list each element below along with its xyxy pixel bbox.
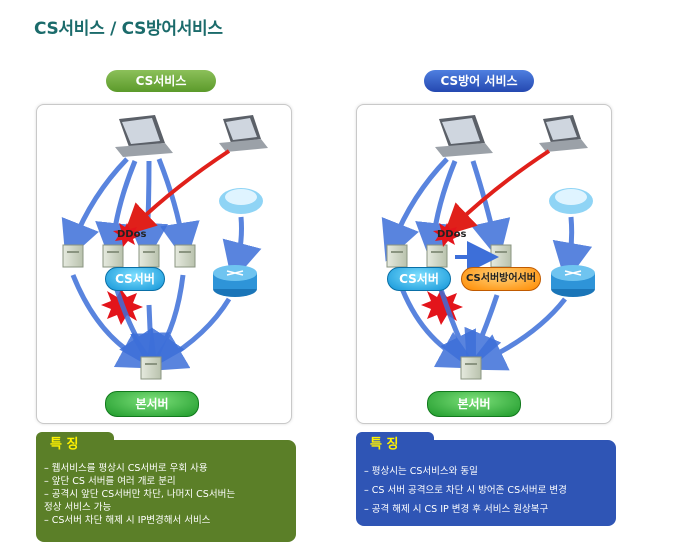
list-item: – 웹서비스를 평상시 CS서버로 우회 사용 xyxy=(44,463,208,474)
list-item: – 공격 해제 시 CS IP 변경 후 서비스 원상복구 xyxy=(364,504,549,515)
cs-defense-diagram: DDos CS서버 CS서버방어서버 본서버 xyxy=(356,104,612,424)
list-item: – CS 서버 공격으로 차단 시 방어존 CS서버로 변경 xyxy=(364,485,567,496)
list-item: – 앞단 CS 서버를 여러 개로 분리 xyxy=(44,476,176,487)
main-server-label: 본서버 xyxy=(105,391,199,417)
cs-service-pill: CS서비스 xyxy=(106,70,216,92)
server-icon xyxy=(426,244,448,268)
laptop-icon xyxy=(115,115,173,157)
page-title: CS서비스 / CS방어서비스 xyxy=(34,19,223,39)
cs-defense-service-pill: CS방어 서비스 xyxy=(424,70,534,92)
laptop-icon xyxy=(219,115,268,152)
list-item: – CS서버 차단 해제 시 IP변경해서 서비스 xyxy=(44,515,211,526)
laptop-icon xyxy=(539,115,588,152)
cs-server-label: CS서버 xyxy=(105,267,165,291)
cloud-router-icon xyxy=(219,188,263,214)
feature-list: – 웹서비스를 평상시 CS서버로 우회 사용 – 앞단 CS 서버를 여러 개… xyxy=(44,462,235,527)
laptop-icon xyxy=(435,115,493,157)
server-icon xyxy=(62,244,84,268)
router-icon xyxy=(551,265,595,297)
server-icon xyxy=(138,244,160,268)
list-item: 정상 서비스 가능 xyxy=(44,502,112,513)
server-icon xyxy=(102,244,124,268)
ddos-label: DDos xyxy=(117,229,147,240)
cs-service-diagram: DDos CS서버 본서버 xyxy=(36,104,292,424)
ddos-label: DDos xyxy=(437,229,467,240)
cs-server-label: CS서버 xyxy=(387,267,451,291)
explosion-icon xyxy=(433,223,461,247)
diagram-arrows xyxy=(381,115,595,380)
router-icon xyxy=(213,265,257,297)
server-icon xyxy=(386,244,408,268)
main-server-label: 본서버 xyxy=(427,391,521,417)
cloud-router-icon xyxy=(549,188,593,214)
right-features-box: 특 징 – 평상시는 CS서비스와 동일 – CS 서버 공격으로 차단 시 방… xyxy=(356,432,616,526)
list-item: – 평상시는 CS서비스와 동일 xyxy=(364,466,478,477)
left-features-box: 특 징 – 웹서비스를 평상시 CS서버로 우회 사용 – 앞단 CS 서버를 … xyxy=(36,432,296,542)
feature-list: – 평상시는 CS서비스와 동일 – CS 서버 공격으로 차단 시 방어존 C… xyxy=(364,462,567,519)
feature-title: 특 징 xyxy=(36,432,114,458)
server-icon xyxy=(490,244,512,268)
server-icon xyxy=(460,356,482,380)
explosion-icon xyxy=(113,223,141,247)
server-icon xyxy=(174,244,196,268)
diagram-arrows xyxy=(61,115,268,380)
cs-defense-server-label: CS서버방어서버 xyxy=(461,267,541,291)
list-item: – 공격시 앞단 CS서버만 차단, 나머지 CS서버는 xyxy=(44,489,236,500)
server-icon xyxy=(140,356,162,380)
feature-title: 특 징 xyxy=(356,432,434,458)
